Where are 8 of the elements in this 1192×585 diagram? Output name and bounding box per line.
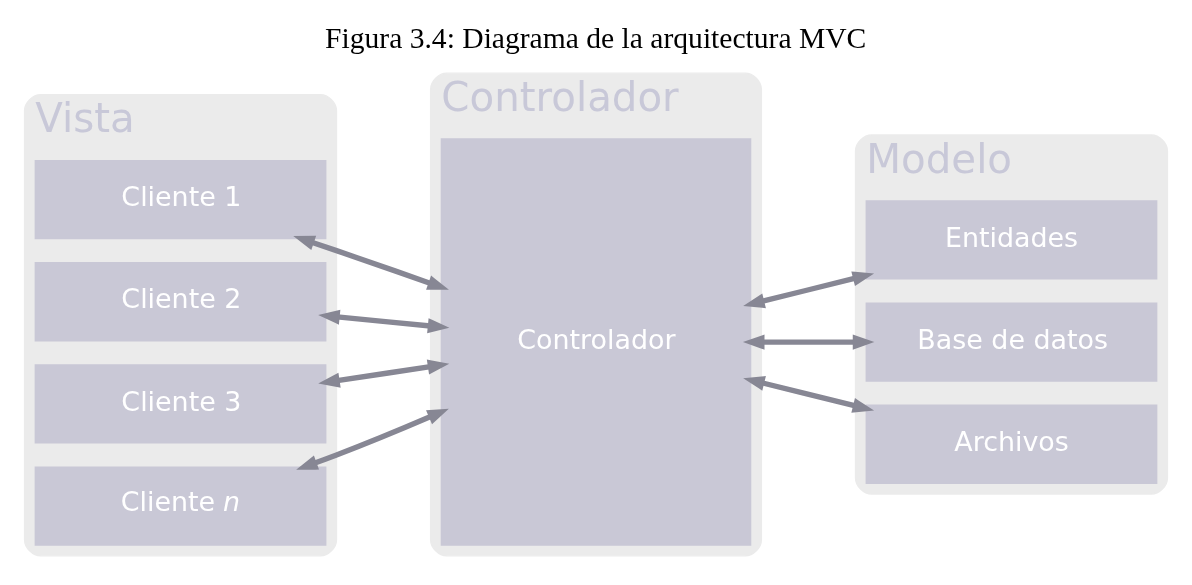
diagram-title: Figura 3.4: Diagrama de la arquitectura MVC [325, 21, 867, 54]
arrow [742, 334, 875, 350]
arrow [296, 408, 449, 470]
arrow [743, 270, 875, 308]
arrow [318, 309, 450, 333]
arrow [318, 359, 450, 388]
arrow [293, 235, 449, 290]
arrow [743, 375, 875, 413]
